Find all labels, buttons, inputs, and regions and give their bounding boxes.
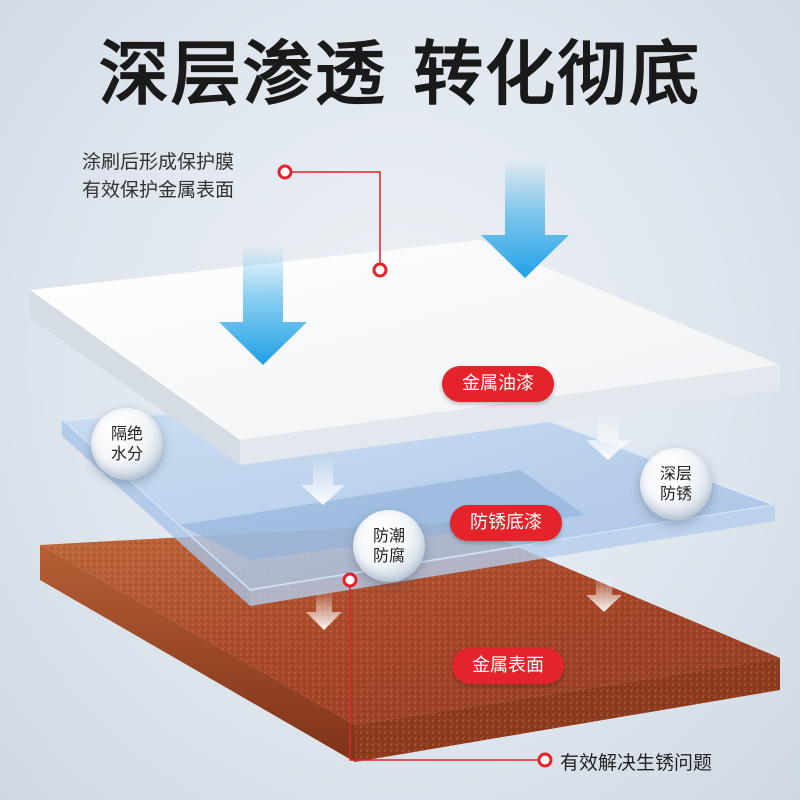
bubble-right-line1: 深层 [659, 464, 692, 483]
top-callout: 涂刷后形成保护膜 有效保护金属表面 [82, 148, 234, 204]
bottom-layer-label: 金属表面 [452, 648, 564, 684]
top-layer-label: 金属油漆 [442, 366, 554, 402]
penetration-arrows [219, 160, 569, 365]
small-arrows [301, 412, 630, 630]
callout-dots [277, 164, 553, 768]
bubble-left-line1: 隔绝 [110, 424, 143, 443]
paint-layer [30, 240, 780, 465]
bubble-deep-rustproof: 深层 防锈 [640, 448, 712, 520]
top-callout-line2: 有效保护金属表面 [82, 179, 235, 201]
middle-layer-label: 防锈底漆 [450, 505, 562, 541]
bubble-left-line2: 水分 [110, 444, 143, 463]
top-callout-line1: 涂刷后形成保护膜 [82, 151, 235, 173]
callout-lines [285, 171, 545, 761]
page-title: 深层渗透 转化彻底 [98, 33, 702, 115]
bubble-moisture-corrosion: 防潮 防腐 [353, 510, 425, 582]
bubble-right-line2: 防锈 [659, 484, 692, 503]
bottom-callout: 有效解决生锈问题 [560, 752, 713, 774]
bubble-water-isolation: 隔绝 水分 [91, 408, 163, 480]
bubble-center-line2: 防腐 [372, 546, 405, 565]
bubble-center-line1: 防潮 [372, 526, 405, 545]
